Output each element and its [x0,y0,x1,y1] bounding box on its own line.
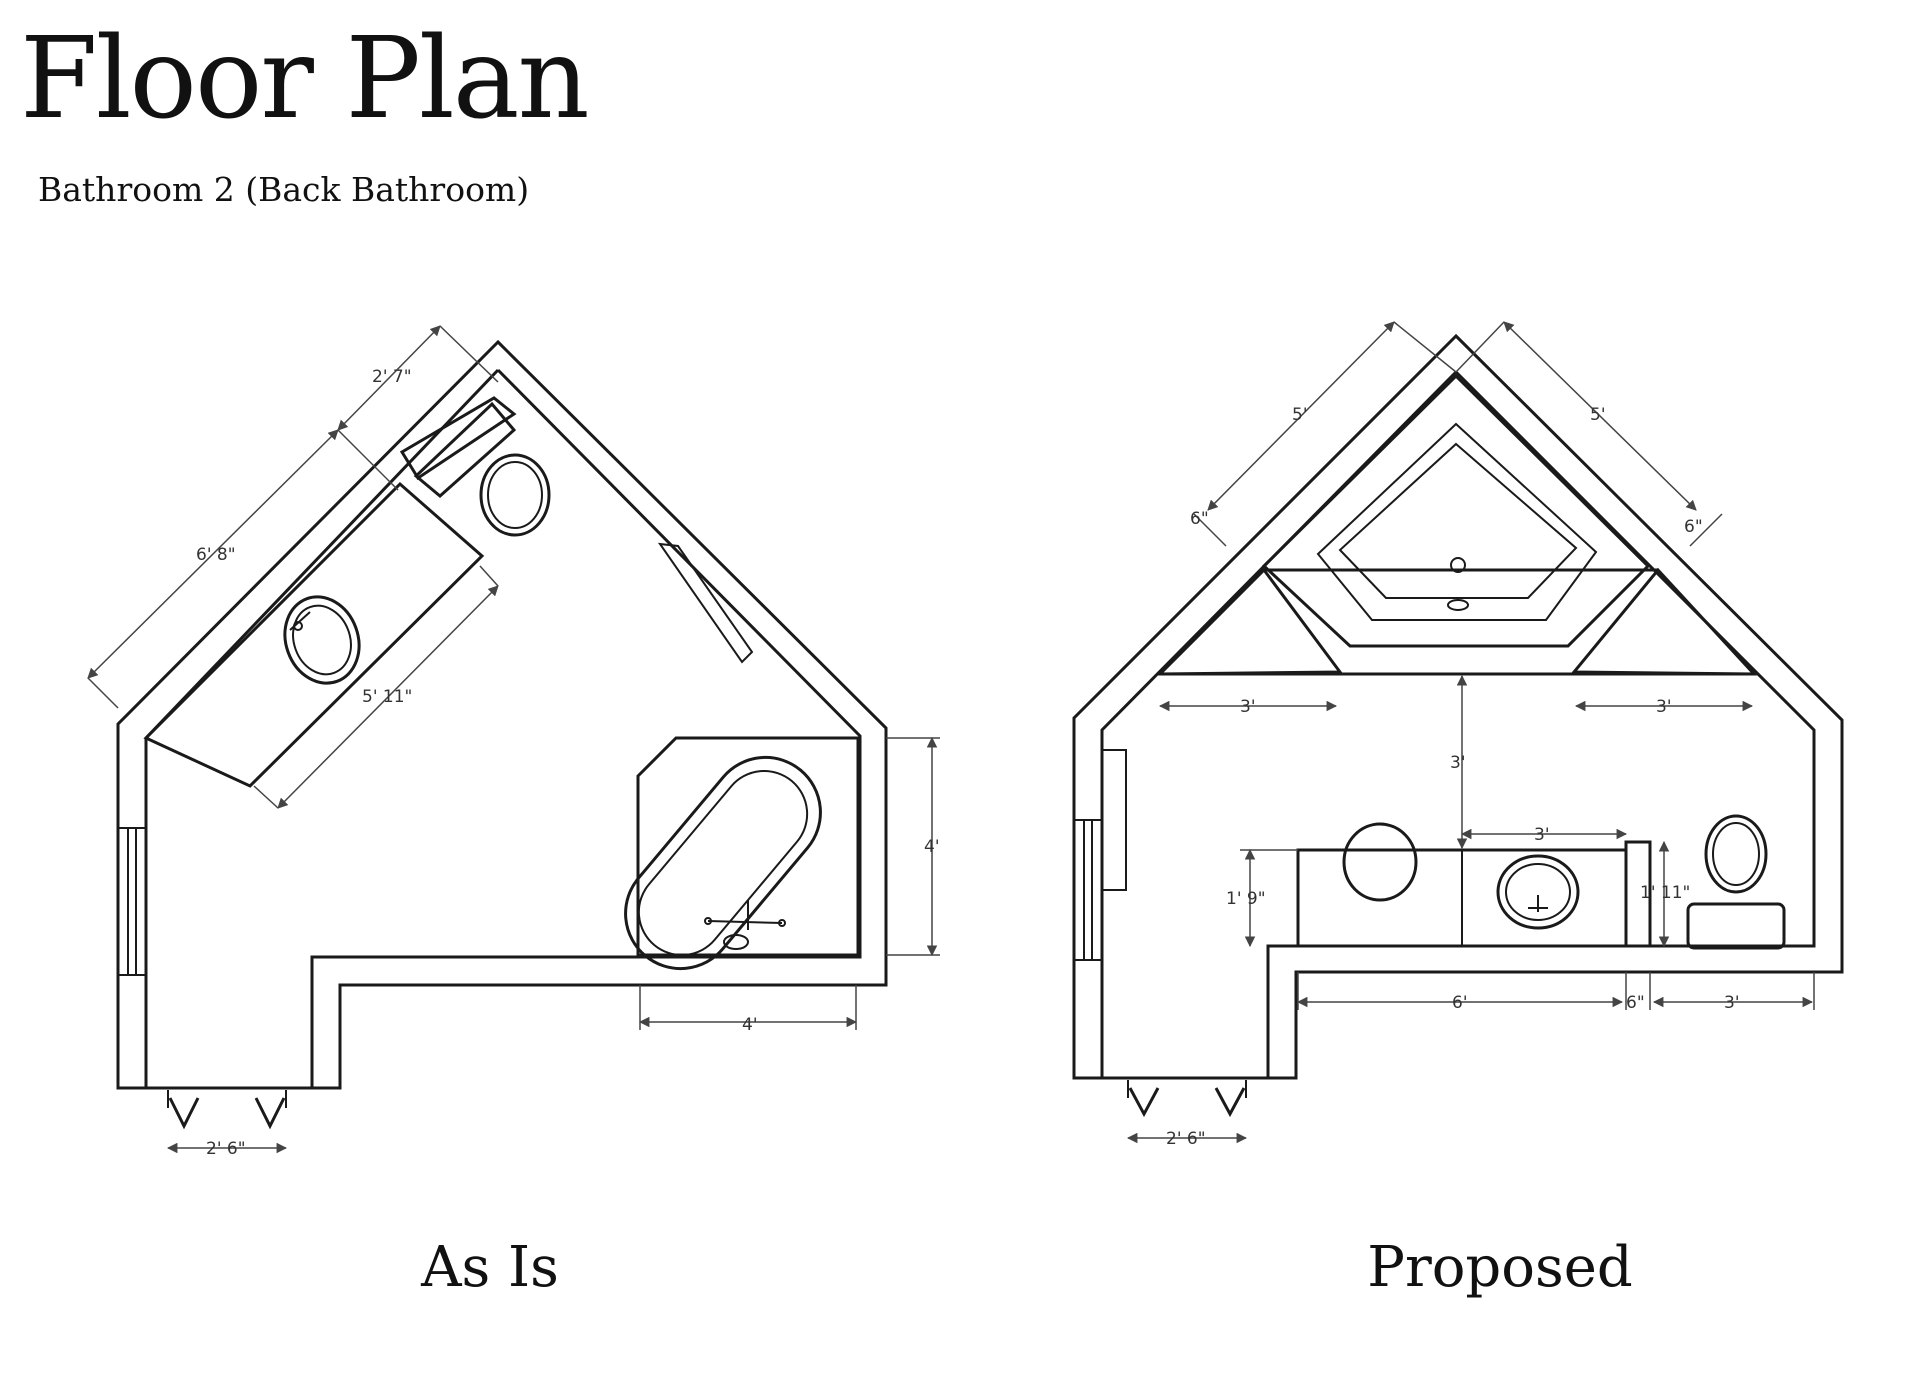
page-subtitle: Bathroom 2 (Back Bathroom) [38,170,530,209]
toilet-icon [1686,814,1786,950]
as-is-outer-wall [116,339,888,1090]
dim-label: 3' [1240,697,1256,717]
tub-enclosure [636,736,860,957]
proposed-caption: Proposed [1367,1235,1633,1300]
proposed-plan: 5' 5' 6" 6" 3' 3' 3' 3' 1' [1072,321,1844,1149]
sink-icon [1496,854,1580,930]
as-is-dimensions: 2' 7" 6' 8" 5' 11" 4' 4' 2' 6" [87,325,940,1159]
faucet-icon [704,900,786,950]
dim-label: 2' 6" [1166,1129,1206,1149]
dim-label: 4' [742,1015,758,1035]
door-swing-icon [1127,1080,1247,1118]
dim-label: 3' [1656,697,1672,717]
vanity-icon [143,481,485,788]
round-table-icon [1342,822,1418,902]
dim-label: 1' 11" [1640,883,1690,903]
page-title: Floor Plan [20,14,590,144]
linen-cabinet [1624,840,1652,948]
wall-shelf-icon [657,542,754,664]
dim-label: 3' [1724,993,1740,1013]
dim-label: 2' 7" [372,367,412,387]
door-swing-icon [167,1090,287,1130]
bathtub-icon [624,755,822,971]
sink-icon [283,595,361,685]
dim-label: 5' [1292,405,1308,425]
tub-deck [1156,567,1758,676]
dim-label: 3' [1534,825,1550,845]
dim-label: 4' [924,837,940,857]
window-icon [1074,749,1127,961]
as-is-caption: As Is [421,1235,559,1300]
dim-label: 5' [1590,405,1606,425]
dim-label: 3' [1450,753,1466,773]
dim-label: 6' [1452,993,1468,1013]
as-is-plan: 2' 7" 6' 8" 5' 11" 4' 4' 2' 6" [87,325,940,1159]
dim-label: 2' 6" [206,1139,246,1159]
dim-label: 6" [1626,993,1645,1013]
dim-label: 6" [1190,509,1209,529]
proposed-outer-wall [1072,333,1844,1080]
dim-label: 5' 11" [362,687,412,707]
dim-label: 6' 8" [196,545,236,565]
as-is-inner-wall [144,368,862,1088]
dim-label: 1' 9" [1226,889,1266,909]
dim-label: 6" [1684,517,1703,537]
proposed-dimensions: 5' 5' 6" 6" 3' 3' 3' 3' 1' [1126,321,1815,1149]
window-icon [118,827,146,976]
toilet-icon [399,396,551,537]
corner-bathtub-icon [1261,373,1651,648]
